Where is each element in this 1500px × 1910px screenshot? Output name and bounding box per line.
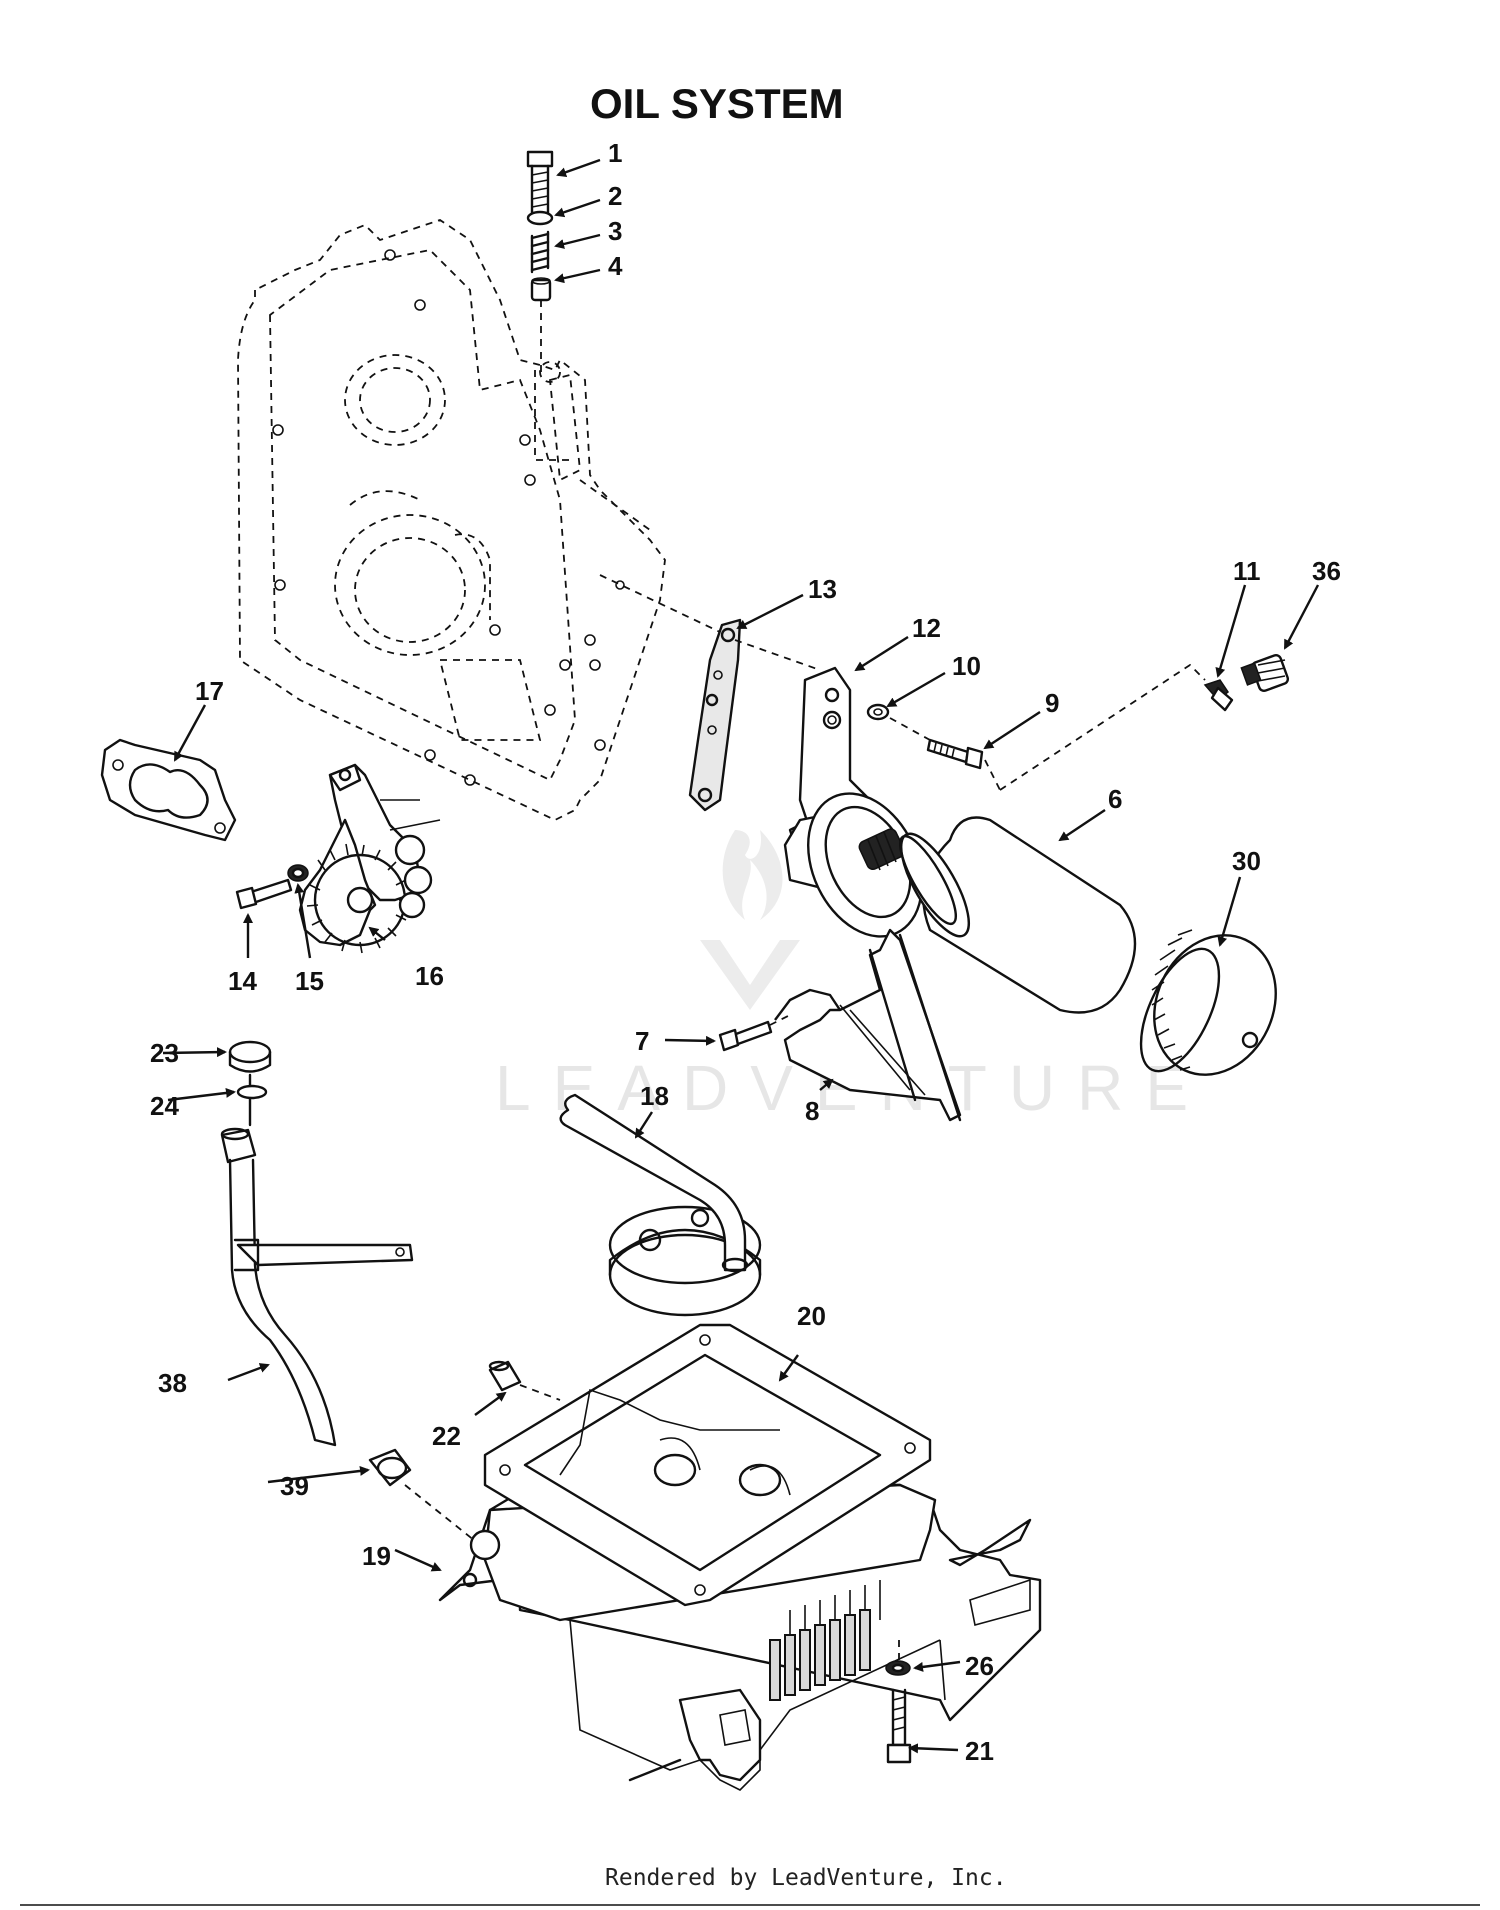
relief-valve-spring bbox=[530, 230, 550, 274]
callout-7: 7 bbox=[635, 1026, 649, 1056]
relief-valve-bolt bbox=[526, 150, 554, 217]
oil-filter bbox=[899, 816, 1137, 1014]
dipstick-tube-38 bbox=[220, 1127, 414, 1447]
callout-3: 3 bbox=[608, 216, 622, 246]
footer-credit: Rendered by LeadVenture, Inc. bbox=[605, 1865, 1007, 1891]
oil-cooler-30 bbox=[1139, 929, 1277, 1076]
callout-16: 16 bbox=[415, 961, 444, 991]
callout-23: 23 bbox=[150, 1038, 179, 1068]
callout-26: 26 bbox=[965, 1651, 994, 1681]
bolt-14 bbox=[235, 878, 293, 910]
callout-4: 4 bbox=[608, 251, 623, 281]
callout-1: 1 bbox=[608, 138, 622, 168]
dipstick-23 bbox=[228, 1040, 272, 1127]
callout-20: 20 bbox=[797, 1301, 826, 1331]
callout-6: 6 bbox=[1108, 784, 1122, 814]
oil-pump-16 bbox=[298, 763, 441, 954]
callout-12: 12 bbox=[912, 613, 941, 643]
callout-21: 21 bbox=[965, 1736, 994, 1766]
o-ring-24 bbox=[236, 1084, 268, 1100]
callout-13: 13 bbox=[808, 574, 837, 604]
grommet-39 bbox=[368, 1448, 412, 1487]
callout-9: 9 bbox=[1045, 688, 1059, 718]
page-title: OIL SYSTEM bbox=[590, 80, 844, 127]
screw-7 bbox=[718, 1020, 773, 1052]
washer-10 bbox=[866, 703, 890, 721]
callout-19: 19 bbox=[362, 1541, 391, 1571]
callout-38: 38 bbox=[158, 1368, 187, 1398]
oil-pan-gasket-20 bbox=[483, 1323, 932, 1607]
callout-2: 2 bbox=[608, 181, 622, 211]
plug-22 bbox=[488, 1360, 522, 1392]
callout-39: 39 bbox=[280, 1471, 309, 1501]
washer-15 bbox=[287, 864, 309, 882]
bolt-9 bbox=[926, 738, 984, 770]
callout-17: 17 bbox=[195, 676, 224, 706]
callout-24: 24 bbox=[150, 1091, 179, 1121]
bolt-21 bbox=[886, 1688, 912, 1764]
timing-cover-housing bbox=[237, 219, 666, 822]
callout-15: 15 bbox=[295, 966, 324, 996]
gasket-17 bbox=[100, 738, 237, 842]
callout-10: 10 bbox=[952, 651, 981, 681]
callout-36: 36 bbox=[1312, 556, 1341, 586]
callout-11: 11 bbox=[1233, 556, 1261, 586]
relief-valve-plunger bbox=[530, 277, 552, 302]
gasket-13 bbox=[688, 618, 742, 812]
callout-14: 14 bbox=[228, 966, 257, 996]
drain-valve-11 bbox=[1203, 679, 1234, 712]
callout-8: 8 bbox=[805, 1096, 819, 1126]
washer-26 bbox=[885, 1660, 911, 1676]
callout-18: 18 bbox=[640, 1081, 669, 1111]
relief-valve-washer bbox=[526, 210, 554, 226]
callout-arrows bbox=[162, 158, 1320, 1754]
drain-cap-36 bbox=[1240, 653, 1290, 693]
oil-cooler-bracket-8 bbox=[774, 928, 962, 1122]
oil-pickup-18 bbox=[559, 1093, 762, 1317]
callout-labels: 1 2 3 4 13 12 10 9 11 36 6 30 7 8 18 17 … bbox=[150, 138, 1341, 1766]
callout-30: 30 bbox=[1232, 846, 1261, 876]
callout-22: 22 bbox=[432, 1421, 461, 1451]
